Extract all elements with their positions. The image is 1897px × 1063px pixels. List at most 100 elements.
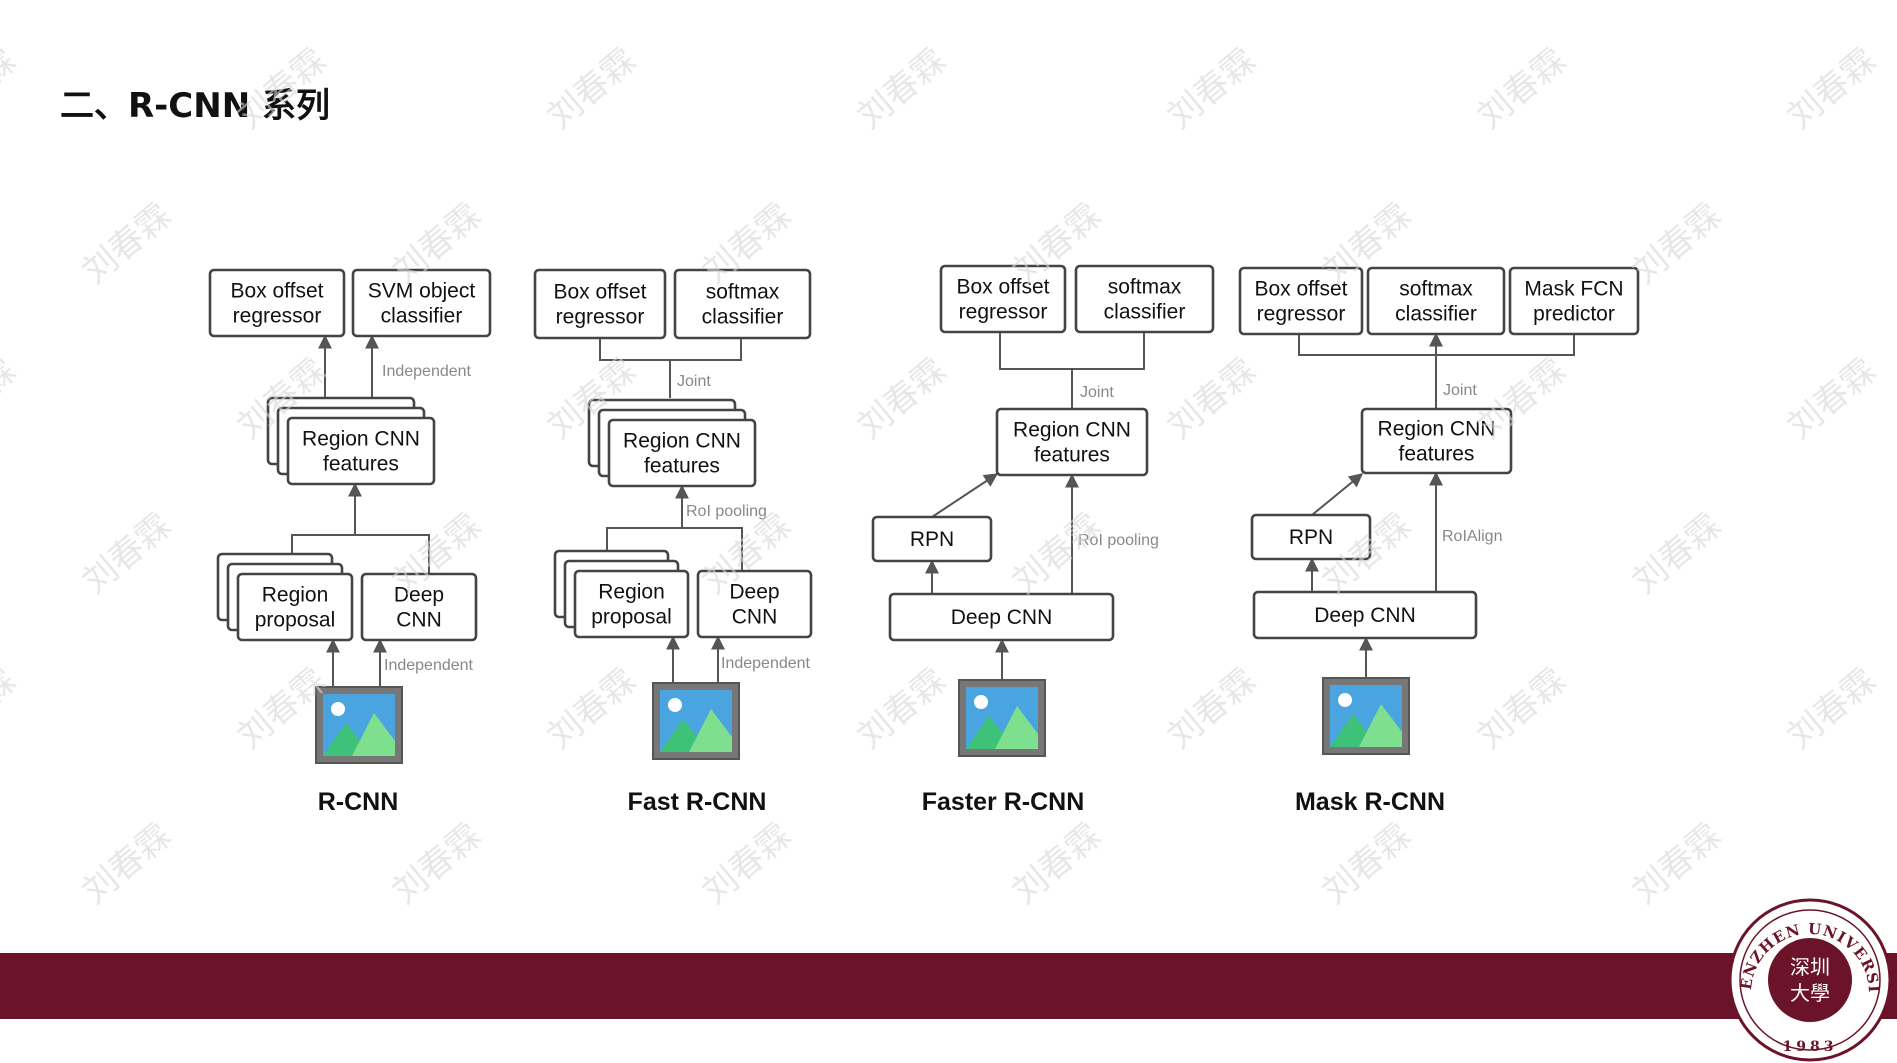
seal-center-top: 深圳 <box>1790 955 1830 979</box>
input-image <box>315 686 403 764</box>
watermark-text: 刘春霖 <box>1160 661 1264 757</box>
watermark-text: 刘春霖 <box>1625 196 1729 292</box>
watermark-text: 刘春霖 <box>1780 661 1884 757</box>
svg-text:softmax: softmax <box>1399 278 1473 301</box>
svg-text:Box offset: Box offset <box>956 276 1049 299</box>
svg-text:Region: Region <box>262 584 329 607</box>
watermark-text: 刘春霖 <box>0 351 24 447</box>
footer-bar <box>0 953 1897 1019</box>
svg-text:features: features <box>644 455 720 478</box>
svg-text:Region CNN: Region CNN <box>623 430 741 453</box>
watermark-text: 刘春霖 <box>0 661 24 757</box>
annotation-roi-pooling: RoI pooling <box>686 503 767 520</box>
watermark-text: 刘春霖 <box>1625 506 1729 602</box>
watermark-text: 刘春霖 <box>1780 41 1884 137</box>
svg-text:Mask FCN: Mask FCN <box>1524 278 1623 301</box>
svg-text:Box offset: Box offset <box>230 280 323 303</box>
svg-text:classifier: classifier <box>702 306 784 329</box>
svg-text:Deep CNN: Deep CNN <box>1314 604 1416 627</box>
watermark-text: 刘春霖 <box>1625 816 1729 912</box>
watermark-text: 刘春霖 <box>1780 351 1884 447</box>
svg-text:softmax: softmax <box>706 281 780 304</box>
arrow-rpn-to-features <box>1311 473 1364 516</box>
svg-text:features: features <box>1399 443 1475 466</box>
watermark-text: 刘春霖 <box>850 351 954 447</box>
svg-text:regressor: regressor <box>959 301 1048 324</box>
watermark-text: 刘春霖 <box>850 41 954 137</box>
svg-text:features: features <box>1034 444 1110 467</box>
svg-text:classifier: classifier <box>1395 303 1477 326</box>
annotation-roi-pooling: RoI pooling <box>1078 532 1159 549</box>
svg-text:RPN: RPN <box>1289 526 1333 549</box>
deep-cnn: Deep CNN <box>1252 590 1478 640</box>
arrow-rpn-to-features <box>931 473 999 518</box>
annotation-joint: Joint <box>677 373 711 390</box>
svg-text:classifier: classifier <box>1104 301 1186 324</box>
deep-cnn: Deep CNN <box>888 592 1115 642</box>
svg-text:Box offset: Box offset <box>1254 278 1347 301</box>
watermark-text: 刘春霖 <box>1160 41 1264 137</box>
input-image <box>652 682 740 760</box>
watermark-text: 刘春霖 <box>0 41 24 137</box>
caption-rcnn: R-CNN <box>318 788 399 816</box>
rpn: RPN <box>1250 513 1372 561</box>
svg-text:classifier: classifier <box>381 305 463 328</box>
input-image <box>1322 677 1410 755</box>
watermark-text: 刘春霖 <box>75 816 179 912</box>
svg-text:Region CNN: Region CNN <box>1378 418 1496 441</box>
svg-text:Deep: Deep <box>729 581 779 604</box>
watermark-text: 刘春霖 <box>385 816 489 912</box>
annotation-independent: Independent <box>721 655 811 672</box>
watermark-text: 刘春霖 <box>1005 506 1109 602</box>
caption-mask-rcnn: Mask R-CNN <box>1295 788 1445 816</box>
svg-text:Box offset: Box offset <box>553 281 646 304</box>
watermark-text: 刘春霖 <box>230 41 334 137</box>
watermark-text: 刘春霖 <box>75 506 179 602</box>
seal-year: 1983 <box>1783 1039 1838 1055</box>
svg-text:regressor: regressor <box>233 305 322 328</box>
svg-text:proposal: proposal <box>591 606 672 629</box>
svg-text:proposal: proposal <box>255 609 336 632</box>
svg-text:regressor: regressor <box>556 306 645 329</box>
svg-text:Region CNN: Region CNN <box>1013 419 1131 442</box>
svg-text:Region: Region <box>598 581 665 604</box>
watermark-text: 刘春霖 <box>1470 41 1574 137</box>
svg-text:softmax: softmax <box>1108 276 1182 299</box>
university-seal: SHENZHEN UNIVERSITY 1983 深圳 大學 <box>1725 898 1892 1062</box>
watermark-text: 刘春霖 <box>1315 816 1419 912</box>
svg-text:regressor: regressor <box>1257 303 1346 326</box>
svg-text:CNN: CNN <box>732 606 778 629</box>
joint-line <box>999 332 1145 370</box>
svg-text:CNN: CNN <box>396 609 442 632</box>
svg-text:Deep CNN: Deep CNN <box>951 606 1053 629</box>
svg-text:RPN: RPN <box>910 528 954 551</box>
watermark-text: 刘春霖 <box>1160 351 1264 447</box>
svg-text:predictor: predictor <box>1533 303 1615 326</box>
annotation-roialign: RoIAlign <box>1442 528 1502 545</box>
svg-text:features: features <box>323 453 399 476</box>
watermark-text: 刘春霖 <box>1470 351 1574 447</box>
watermark-text: 刘春霖 <box>540 41 644 137</box>
watermark-text: 刘春霖 <box>1005 816 1109 912</box>
caption-faster-rcnn: Faster R-CNN <box>922 788 1085 816</box>
watermark-text: 刘春霖 <box>75 196 179 292</box>
annotation-independent: Independent <box>384 657 474 674</box>
svg-text:SVM object: SVM object <box>368 280 476 303</box>
